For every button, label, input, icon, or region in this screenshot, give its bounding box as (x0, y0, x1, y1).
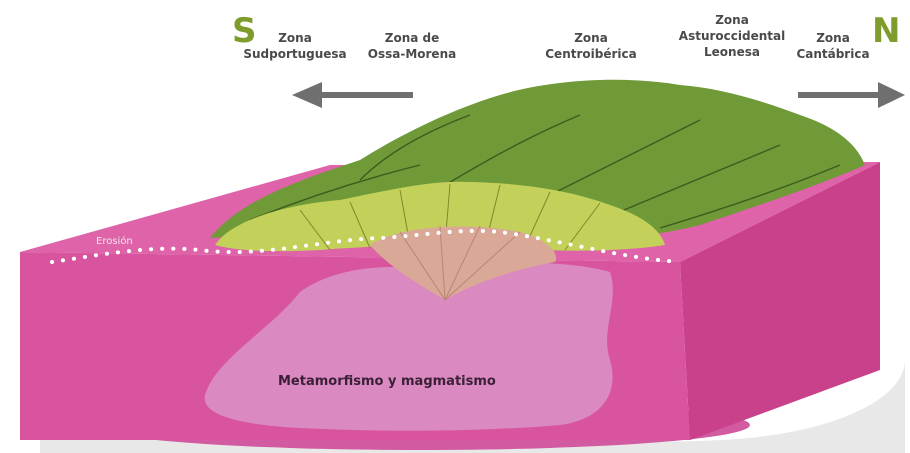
north-label: N (872, 14, 900, 48)
arrow-right-icon (798, 82, 905, 108)
metamorphism-label: Metamorfismo y magmatismo (278, 374, 496, 389)
arrow-left-icon (292, 82, 413, 108)
erosion-label: Erosión (96, 236, 133, 247)
